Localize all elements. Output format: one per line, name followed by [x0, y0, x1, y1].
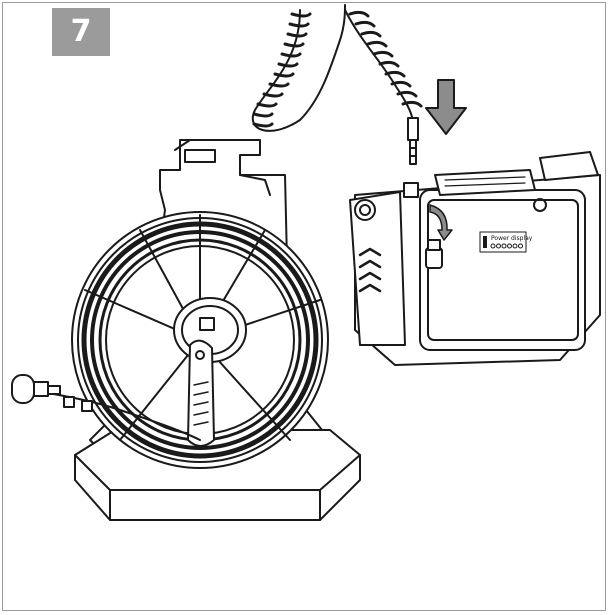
battery-dot [490, 243, 496, 249]
battery-indicator [490, 243, 523, 249]
battery-dot [518, 243, 523, 249]
battery-dot [507, 243, 512, 249]
power-display-label: Power display [491, 235, 533, 242]
battery-dot [512, 243, 518, 249]
camera-probe [11, 374, 201, 441]
display-unit [349, 151, 601, 366]
coiled-cable [251, 4, 423, 165]
cable-reel [71, 211, 329, 469]
step-number-badge: 7 [52, 8, 110, 56]
battery-dot [496, 243, 501, 249]
rotate-arrow-icon [429, 204, 453, 241]
down-arrow-icon [425, 79, 467, 135]
battery-dot [501, 243, 507, 249]
